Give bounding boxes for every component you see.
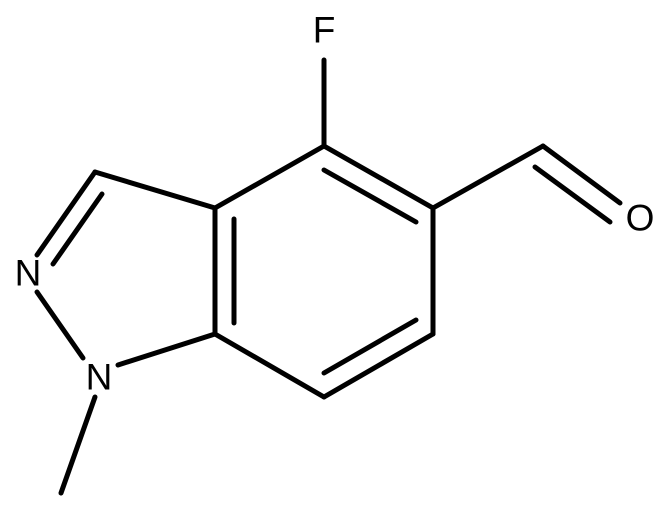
bond-n2-n1 bbox=[34, 289, 86, 361]
atom-label-fluorine: F bbox=[313, 10, 336, 51]
bond-c3a-c3 bbox=[92, 169, 218, 211]
bond-cho-o-inner bbox=[532, 164, 613, 225]
bond-c4-c5-inner bbox=[321, 167, 419, 225]
bond-n1-c7a bbox=[115, 331, 218, 368]
bond-cho-o bbox=[540, 143, 623, 206]
bond-c5-cho bbox=[430, 143, 546, 211]
atom-label-n1: N bbox=[86, 357, 113, 398]
bond-c6-c7 bbox=[321, 331, 436, 400]
atom-label-n2: N bbox=[15, 253, 42, 294]
bond-c4-c5 bbox=[321, 143, 436, 211]
bond-c7-c7a bbox=[212, 331, 327, 400]
bond-c6-c7-inner bbox=[321, 317, 419, 376]
bond-c3-n2 bbox=[34, 169, 98, 258]
bond-c3-n2-inner bbox=[50, 191, 105, 267]
bond-c3a-c4 bbox=[212, 143, 327, 211]
bond-n1-methyl bbox=[58, 394, 98, 496]
atom-label-oxygen: O bbox=[626, 198, 655, 239]
